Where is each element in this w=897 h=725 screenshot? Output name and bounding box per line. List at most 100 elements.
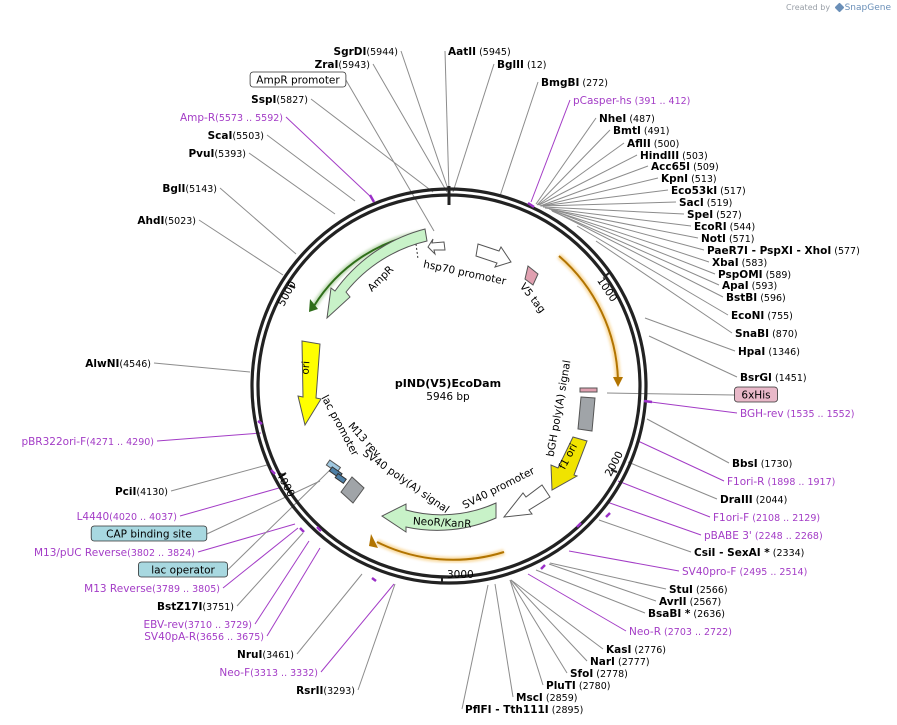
site-label-sfoi[interactable]: SfoI (2778) — [570, 668, 628, 680]
feature-ampr-promoter[interactable] — [427, 238, 446, 256]
site-label-eco53ki[interactable]: Eco53kI (517) — [671, 185, 746, 197]
site-label-pflfi-tth111i[interactable]: PflFI - Tth111I (2895) — [465, 704, 583, 716]
site-label-leader-alwni — [153, 362, 251, 373]
tick-5000-mark — [289, 284, 296, 289]
primer-label-m13-reverse[interactable]: M13 Reverse(3789 .. 3805) — [84, 583, 220, 595]
primer-label-sv40pa-r[interactable]: SV40pA-R(3656 .. 3675) — [144, 631, 264, 643]
site-label-leader-sspi — [310, 98, 434, 193]
site-label-apai[interactable]: ApaI (593) — [722, 280, 777, 292]
site-label-leader-snabi — [595, 240, 733, 334]
site-label-leader-ahdi — [198, 219, 284, 276]
primer-label-pcasper-hs[interactable]: pCasper-hs (391 .. 412) — [573, 95, 690, 107]
site-label-msci[interactable]: MscI (2859) — [516, 692, 577, 704]
site-label-nrui[interactable]: NruI(3461) — [237, 649, 294, 661]
primer-label-leader-pbabe-3 — [606, 501, 702, 536]
feature-hsp70-promoter[interactable] — [475, 243, 512, 268]
site-label-sspi[interactable]: SspI(5827) — [251, 94, 308, 106]
primer-label-leader-neo-f — [320, 583, 395, 673]
site-label-bsabi[interactable]: BsaBI * (2636) — [648, 608, 725, 620]
site-label-paer7i-pspxi-xhoi[interactable]: PaeR7I - PspXI - XhoI (577) — [707, 245, 860, 257]
site-label-leader-sgrdi — [400, 50, 450, 193]
credit-brand: SnapGene — [844, 3, 891, 13]
site-label-bsrgi[interactable]: BsrGI (1451) — [740, 372, 807, 384]
boxed-leader-6xhis — [606, 392, 735, 396]
site-label-acc65i[interactable]: Acc65I (509) — [651, 161, 719, 173]
site-label-kpni[interactable]: KpnI (513) — [661, 173, 717, 185]
site-label-zrai[interactable]: ZraI(5943) — [315, 59, 370, 71]
feature-f1-ori[interactable] — [550, 436, 588, 491]
primer-label-leader-f1ori-f — [617, 480, 711, 518]
primer-label-bgh-rev[interactable]: BGH-rev (1535 .. 1552) — [740, 408, 854, 420]
primer-label-neo-r[interactable]: Neo-R (2703 .. 2722) — [629, 626, 732, 638]
site-label-csii-sexai[interactable]: CsiI - SexAI * (2334) — [694, 547, 804, 559]
feature-cap-binding-site[interactable] — [334, 472, 347, 485]
site-label-leader-pvui — [248, 152, 336, 215]
plasmid-name: pIND(V5)EcoDam — [395, 377, 501, 390]
site-label-nhei[interactable]: NheI (487) — [599, 113, 655, 125]
site-label-draiii[interactable]: DraIII (2044) — [720, 494, 787, 506]
site-label-alwni[interactable]: AlwNI(4546) — [85, 358, 151, 370]
site-label-leader-nari — [510, 579, 588, 662]
feature-bgh-polya[interactable] — [577, 396, 596, 432]
site-label-aflii[interactable]: AflII (500) — [627, 138, 679, 150]
site-label-snabi[interactable]: SnaBI (870) — [735, 328, 798, 340]
primer-label-pbabe-3[interactable]: pBABE 3' (2248 .. 2268) — [704, 530, 823, 542]
feature-ampr[interactable] — [326, 228, 428, 320]
boxed-label-6xhis[interactable]: 6xHis — [734, 386, 778, 403]
primer-label-l4440[interactable]: L4440(4020 .. 4037) — [77, 511, 177, 523]
primer-label-neo-f[interactable]: Neo-F(3313 .. 3332) — [219, 667, 318, 679]
primer-label-sv40pro-f[interactable]: SV40pro-F (2495 .. 2514) — [682, 566, 807, 578]
site-label-pluti[interactable]: PluTI (2780) — [546, 680, 610, 692]
primer-label-f1ori-f[interactable]: F1ori-F (2108 .. 2129) — [713, 512, 820, 524]
site-label-pcii[interactable]: PciI(4130) — [115, 486, 168, 498]
site-label-bstz17i[interactable]: BstZ17I(3751) — [157, 601, 234, 613]
site-label-spei[interactable]: SpeI (527) — [687, 209, 742, 221]
primer-label-pbr322ori-f[interactable]: pBR322ori-F(4271 .. 4290) — [21, 436, 154, 448]
backbone — [250, 186, 648, 585]
feature-v5-tag[interactable] — [524, 265, 539, 286]
feature-ori[interactable] — [297, 340, 322, 427]
feature-sv40-promoter[interactable] — [502, 484, 551, 518]
feature-6xhis[interactable] — [579, 387, 598, 393]
primer-label-ebv-rev[interactable]: EBV-rev(3710 .. 3729) — [144, 619, 253, 631]
site-label-bmti[interactable]: BmtI (491) — [613, 125, 669, 137]
boxed-label-cap-binding-site[interactable]: CAP binding site — [90, 525, 208, 542]
site-label-bbsi[interactable]: BbsI (1730) — [732, 458, 792, 470]
site-label-hindiii[interactable]: HindIII (503) — [640, 150, 708, 162]
primer-label-f1ori-r[interactable]: F1ori-R (1898 .. 1917) — [727, 476, 835, 488]
site-label-pvui[interactable]: PvuI(5393) — [188, 148, 246, 160]
primer-label-leader-sv40pro-f — [568, 550, 680, 572]
site-label-noti[interactable]: NotI (571) — [701, 233, 755, 245]
site-label-bmgbi[interactable]: BmgBI (272) — [541, 77, 608, 89]
site-label-saci[interactable]: SacI (519) — [679, 197, 732, 209]
feature-label-hsp70-promoter: hsp70 promoter — [422, 258, 508, 287]
site-label-ecori[interactable]: EcoRI (544) — [694, 221, 755, 233]
feature-neor-kanr[interactable] — [381, 502, 497, 533]
site-label-bglii[interactable]: BglII (12) — [497, 59, 546, 71]
site-label-nari[interactable]: NarI (2777) — [590, 656, 650, 668]
primer-label-leader-amp-r — [285, 116, 373, 199]
site-label-bstbi[interactable]: BstBI (596) — [726, 292, 786, 304]
site-label-sgrdi[interactable]: SgrDI(5944) — [334, 46, 398, 58]
feature-sv40-polya[interactable] — [340, 476, 365, 504]
site-label-ahdi[interactable]: AhdI(5023) — [137, 215, 196, 227]
site-label-pspomi[interactable]: PspOMI (589) — [718, 269, 791, 281]
boxed-label-ampr-promoter[interactable]: AmpR promoter — [249, 71, 347, 88]
site-label-stui[interactable]: StuI (2566) — [669, 584, 728, 596]
tick-3000: 3000 — [447, 569, 474, 581]
site-label-kasi[interactable]: KasI (2776) — [606, 644, 666, 656]
site-label-hpai[interactable]: HpaI (1346) — [738, 346, 800, 358]
site-label-aatii[interactable]: AatII (5945) — [448, 46, 511, 58]
site-label-econi[interactable]: EcoNI (755) — [731, 310, 793, 322]
site-label-scai[interactable]: ScaI(5503) — [208, 130, 264, 142]
primer-label-m13-puc-reverse[interactable]: M13/pUC Reverse(3802 .. 3824) — [34, 547, 195, 559]
primer-label-leader-m13-reverse — [222, 527, 299, 589]
site-label-bgli[interactable]: BglI(5143) — [162, 183, 217, 195]
svg-text:AmpR promoter: AmpR promoter — [256, 75, 340, 87]
boxed-label-lac-operator[interactable]: lac operator — [137, 561, 228, 578]
svg-text:6xHis: 6xHis — [741, 390, 770, 402]
site-label-rsrii[interactable]: RsrII(3293) — [296, 685, 355, 697]
primer-label-amp-r[interactable]: Amp-R(5573 .. 5592) — [180, 112, 283, 124]
site-label-avrii[interactable]: AvrII (2567) — [659, 596, 721, 608]
site-label-xbai[interactable]: XbaI (583) — [712, 257, 767, 269]
